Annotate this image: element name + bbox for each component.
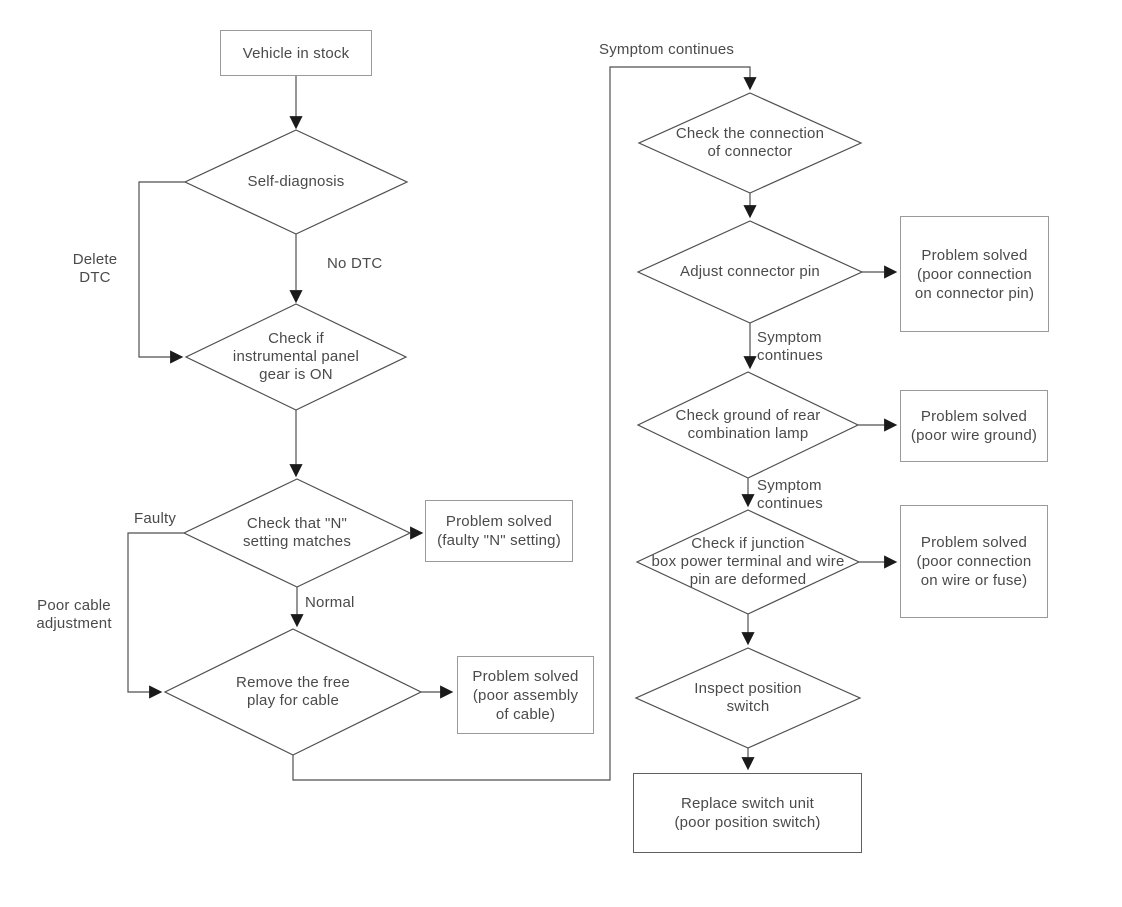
node-remove-free-play-label: Remove the free play for cable [236,674,350,709]
edge-symptom-continues-main [292,66,757,781]
diamond-remove-free-play [163,628,423,756]
node-adjust-connector-pin-label: Adjust connector pin [680,263,820,280]
diamond-check-ground [636,371,860,479]
node-solved-poor-assembly: Problem solved (poor assembly of cable) [457,656,594,734]
node-solved-connector-pin: Problem solved (poor connection on conne… [900,216,1049,332]
edge-faulty-cable-loop [127,532,184,699]
node-check-connection-label: Check the connection of connector [675,125,825,160]
diamond-n-setting [182,478,412,588]
label-no-dtc: No DTC [327,255,383,272]
label-symptom-continues-2: Symptom continues [757,329,824,364]
node-replace-switch-unit: Replace switch unit (poor position switc… [633,773,862,853]
diamond-instrument-panel-gear [184,303,408,411]
label-normal: Normal [305,594,355,611]
node-instrument-panel-gear-label: Check if instrumental panel gear is ON [232,330,360,383]
diamond-adjust-connector-pin [636,220,864,324]
node-check-junction-box-label: Check if junction box power terminal and… [651,535,845,588]
label-symptom-continues-main: Symptom continues [599,41,735,58]
node-solved-wire-ground: Problem solved (poor wire ground) [900,390,1048,462]
node-vehicle-in-stock: Vehicle in stock [220,30,372,76]
diamond-check-junction-box [635,509,861,615]
node-inspect-position-switch-label: Inspect position switch [694,680,802,715]
diamond-self-diagnosis [183,129,409,235]
node-n-setting-label: Check that "N" setting matches [242,515,352,550]
edge-delete-dtc-loop [138,181,185,364]
node-solved-faulty-n: Problem solved (faulty "N" setting) [425,500,573,562]
diamond-check-connection [637,92,863,194]
label-delete-dtc: Delete DTC [72,251,118,286]
node-solved-wire-fuse: Problem solved (poor connection on wire … [900,505,1048,618]
node-self-diagnosis-label: Self-diagnosis [247,173,345,190]
node-check-ground-label: Check ground of rear combination lamp [675,407,821,442]
label-faulty: Faulty [134,510,177,527]
label-symptom-continues-3: Symptom continues [757,477,824,512]
label-poor-cable-adjustment: Poor cable adjustment [36,597,112,632]
diamond-inspect-position-switch [634,647,862,749]
